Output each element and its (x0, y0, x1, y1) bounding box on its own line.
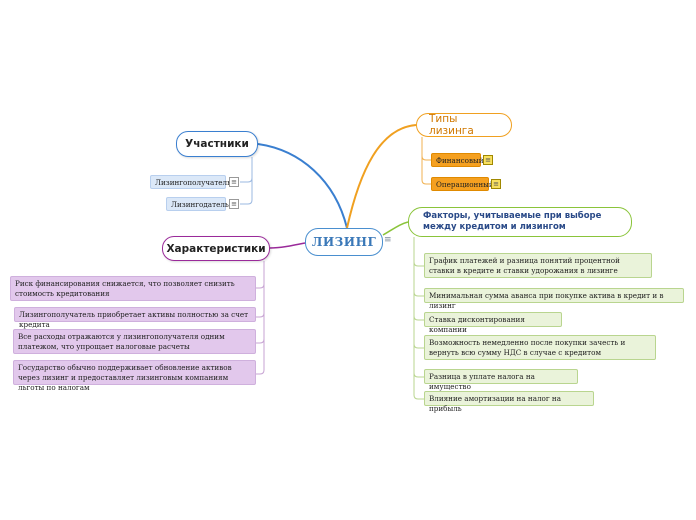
topic-participants[interactable]: Участники (176, 131, 258, 157)
central-topic[interactable]: ЛИЗИНГ (305, 228, 383, 256)
factor-item[interactable]: График платежей и разница понятий процен… (424, 253, 652, 278)
factor-item[interactable]: Разница в уплате налога на имущество (424, 369, 578, 391)
note-icon[interactable]: ≡ (491, 179, 501, 189)
note-icon[interactable]: ≡ (229, 199, 239, 209)
type-operational[interactable]: Операционный (431, 177, 494, 191)
topic-leasing-types[interactable]: Типы лизинга (416, 113, 512, 137)
characteristic-item[interactable]: Лизингополучатель приобретает активы пол… (14, 307, 256, 329)
note-icon[interactable]: ≡ (384, 235, 392, 245)
participant-lessor[interactable]: Лизингодатель (166, 197, 229, 211)
note-icon[interactable]: ≡ (483, 155, 493, 165)
factor-item[interactable]: Минимальная сумма аванса при покупке акт… (424, 288, 684, 310)
factor-item[interactable]: Ставка дисконтирования компании (424, 312, 562, 334)
participant-lessee[interactable]: Лизингополучатель (150, 175, 231, 189)
topic-characteristics[interactable]: Характеристики (162, 236, 270, 261)
topic-factors[interactable]: Факторы, учитываемые при выборе между кр… (408, 207, 632, 237)
characteristic-item[interactable]: Риск финансирования снижается, что позво… (10, 276, 256, 301)
type-financial[interactable]: Финансовый (431, 153, 484, 167)
note-icon[interactable]: ≡ (229, 177, 239, 187)
factor-item[interactable]: Влияние амортизации на налог на прибыль (424, 391, 594, 413)
characteristic-item[interactable]: Все расходы отражаются у лизингополучате… (13, 329, 256, 354)
factor-item[interactable]: Возможность немедленно после покупки зач… (424, 335, 656, 360)
characteristic-item[interactable]: Государство обычно поддерживает обновлен… (13, 360, 256, 392)
